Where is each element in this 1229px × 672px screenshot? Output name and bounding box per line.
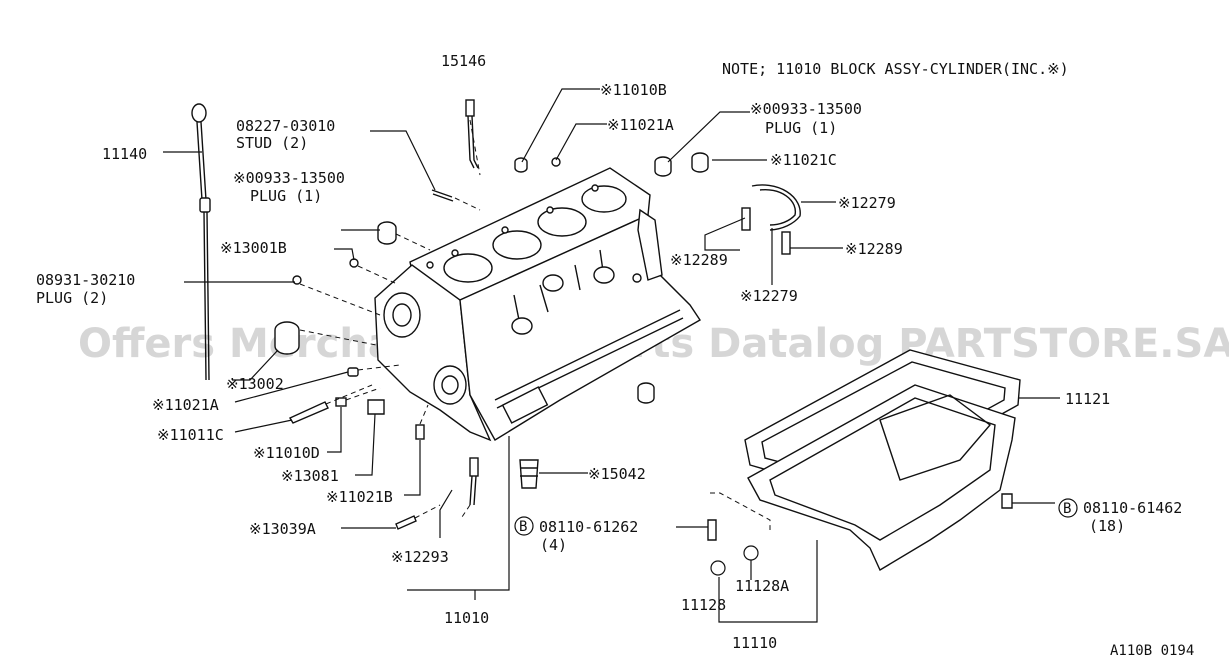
label-bolt-left-qty: (4) xyxy=(540,536,567,554)
label-11128: 11128 xyxy=(681,596,726,614)
part-labels: NOTE; 11010 BLOCK ASSY-CYLINDER(INC.※) 1… xyxy=(36,52,1194,659)
label-15042: ※15042 xyxy=(588,465,646,483)
label-12289-right: ※12289 xyxy=(845,240,903,258)
figure-code: A110B 0194 xyxy=(1110,643,1194,659)
label-08931: 08931-30210 xyxy=(36,271,135,289)
dipstick-drawing xyxy=(163,103,211,381)
label-11121: 11121 xyxy=(1065,390,1110,408)
label-11010: 11010 xyxy=(444,609,489,627)
label-11110: 11110 xyxy=(732,634,777,652)
label-bolt-right-qty: (18) xyxy=(1089,517,1125,535)
label-11010d: ※11010D xyxy=(253,444,320,462)
label-plug-right: PLUG (1) xyxy=(765,119,837,137)
oil-pan-drawing xyxy=(707,349,1021,576)
small-parts-drawing xyxy=(274,99,801,530)
label-11140: 11140 xyxy=(102,145,147,163)
bolt-mark-right-letter: B xyxy=(1063,501,1071,517)
cylinder-block-drawing xyxy=(374,167,701,442)
bolt-mark-right xyxy=(1058,498,1078,518)
bolt-mark-left xyxy=(514,516,534,536)
label-13002: ※13002 xyxy=(226,375,284,393)
label-13001b: ※13001B xyxy=(220,239,287,257)
label-11021a-bottom: ※11021A xyxy=(152,396,219,414)
note-text: NOTE; 11010 BLOCK ASSY-CYLINDER(INC.※) xyxy=(722,60,1069,78)
label-12293: ※12293 xyxy=(391,548,449,566)
label-12279-top: ※12279 xyxy=(838,194,896,212)
leader-lines xyxy=(184,88,1060,623)
label-00933-right: ※00933-13500 xyxy=(750,100,862,118)
label-13081: ※13081 xyxy=(281,467,339,485)
label-15146: 15146 xyxy=(441,52,486,70)
label-11021a-top: ※11021A xyxy=(607,116,674,134)
label-12279-bottom: ※12279 xyxy=(740,287,798,305)
label-08227: 08227-03010 xyxy=(236,117,335,135)
label-plug-2: PLUG (2) xyxy=(36,289,108,307)
label-11128a: 11128A xyxy=(735,577,789,595)
label-11011c: ※11011C xyxy=(157,426,224,444)
label-08110-61262: 08110-61262 xyxy=(539,518,638,536)
label-plug-left: PLUG (1) xyxy=(250,187,322,205)
label-08110-61462: 08110-61462 xyxy=(1083,499,1182,517)
label-13039a: ※13039A xyxy=(249,520,316,538)
label-11021b: ※11021B xyxy=(326,488,393,506)
label-11021c: ※11021C xyxy=(770,151,837,169)
bolt-mark-left-letter: B xyxy=(519,519,527,535)
label-12289-left: ※12289 xyxy=(670,251,728,269)
label-stud: STUD (2) xyxy=(236,134,308,152)
label-00933-left: ※00933-13500 xyxy=(233,169,345,187)
label-11010b: ※11010B xyxy=(600,81,667,99)
